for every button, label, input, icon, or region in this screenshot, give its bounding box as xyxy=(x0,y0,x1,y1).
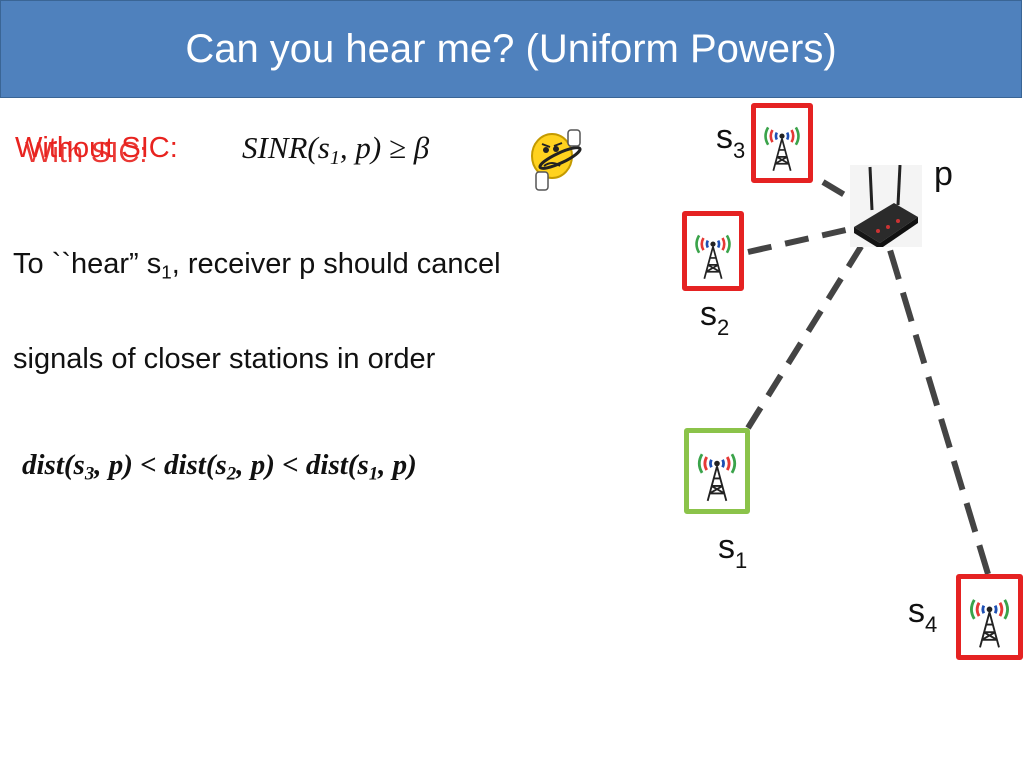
body-line-1-pre: To ``hear” s xyxy=(13,248,162,280)
with-sic-label: With SIC: xyxy=(25,137,148,169)
order-term-3-pre: dist(s xyxy=(305,449,369,481)
body-line-1-sub: 1 xyxy=(161,261,172,283)
order-term-1-post: , p) < xyxy=(94,449,164,481)
link-s2-p xyxy=(747,225,856,255)
sinr-tail: , p) ≥ β xyxy=(339,130,430,165)
radio-tower-icon xyxy=(695,234,731,279)
station-s1-sub: 1 xyxy=(735,547,748,573)
title-bar xyxy=(0,0,1022,98)
station-s3-sub: 3 xyxy=(733,137,746,163)
station-s3-label: s3 xyxy=(716,118,745,161)
station-s2-base: s xyxy=(700,295,717,333)
order-term-2-sub: 2 xyxy=(226,463,237,485)
link-s1-p xyxy=(745,243,865,430)
order-term-1-pre: dist(s xyxy=(22,449,85,481)
body-line-2: signals of closer stations in order xyxy=(13,343,436,375)
station-s4-base: s xyxy=(908,592,925,630)
station-s3-tower[interactable] xyxy=(751,103,813,183)
sinr-condition: SINR(s1, p) ≥ β xyxy=(242,130,430,170)
slide-title: Can you hear me? (Uniform Powers) xyxy=(185,27,837,71)
order-term-1-sub: 3 xyxy=(84,463,95,485)
distance-order: dist(s3, p) < dist(s2, p) < dist(s1, p) xyxy=(22,449,417,485)
sinr-sub: 1 xyxy=(329,147,340,170)
station-s4-sub: 4 xyxy=(925,611,938,637)
station-s3-base: s xyxy=(716,118,733,156)
order-term-3-sub: 1 xyxy=(368,463,379,485)
order-term-3-post: , p) xyxy=(378,449,417,481)
order-term-2-post: , p) < xyxy=(236,449,306,481)
station-s1-base: s xyxy=(718,528,735,566)
body-line-1-post: , receiver p should cancel xyxy=(171,248,501,280)
receiver-label: p xyxy=(934,155,953,193)
link-s4-p xyxy=(887,249,991,575)
router-icon xyxy=(850,164,922,249)
order-term-2-pre: dist(s xyxy=(163,449,227,481)
station-s4-label: s4 xyxy=(908,592,937,635)
sinr-text: SINR(s xyxy=(242,130,330,165)
radio-tower-icon xyxy=(764,126,800,171)
station-s4-tower[interactable] xyxy=(956,574,1023,660)
station-s1-tower[interactable] xyxy=(684,428,750,514)
radio-tower-icon xyxy=(970,599,1009,648)
without-sic-label: Without SIC: xyxy=(15,132,178,164)
station-s2-tower[interactable] xyxy=(682,211,744,291)
radio-tower-icon xyxy=(697,453,737,502)
body-line-1: To ``hear” s1, receiver p should cancel xyxy=(13,248,501,283)
station-s1-label: s1 xyxy=(718,528,747,571)
thumbs-down-smiley-icon xyxy=(520,122,590,194)
station-s2-label: s2 xyxy=(700,295,729,338)
station-s2-sub: 2 xyxy=(717,314,730,340)
